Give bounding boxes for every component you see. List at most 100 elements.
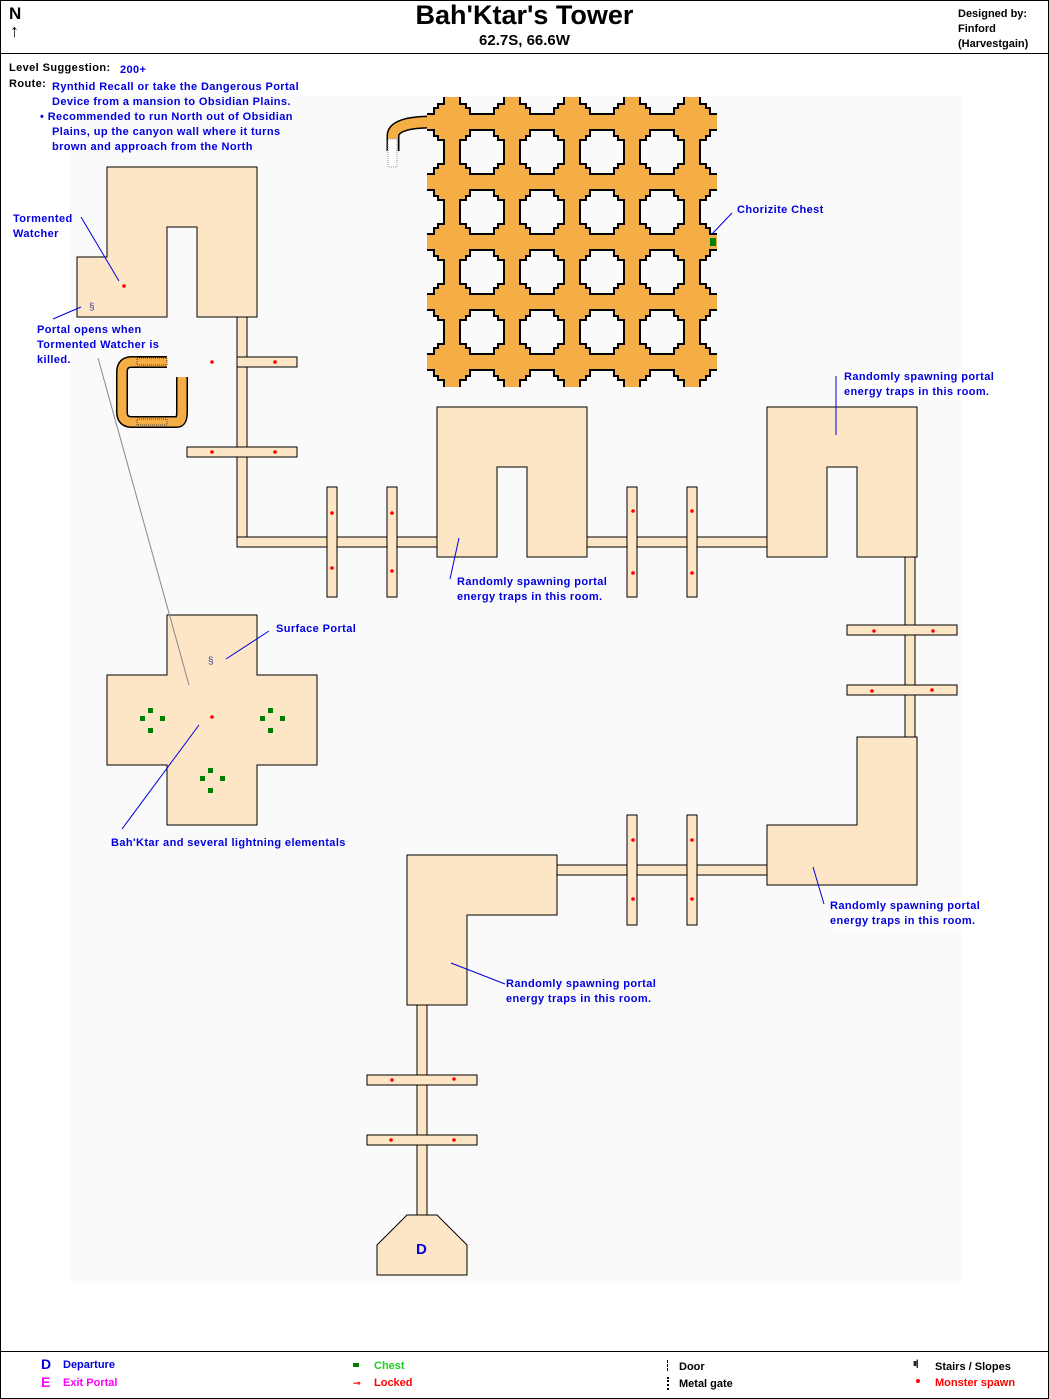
monster-spawn-icon	[390, 1078, 394, 1082]
grid-junction	[439, 285, 465, 319]
grid-junction	[559, 285, 585, 319]
trap-room	[766, 736, 918, 886]
trap-room	[436, 406, 588, 558]
annotation-line	[97, 357, 190, 686]
monster-spawn-icon	[122, 284, 126, 288]
annotation-line	[812, 866, 825, 905]
chest-icon	[220, 776, 225, 781]
grid-junction	[499, 225, 525, 259]
monster-spawn-icon	[210, 715, 214, 719]
chest-icon	[148, 728, 153, 733]
grid-junction	[559, 165, 585, 199]
corridor-joint	[688, 538, 696, 546]
level-label: Level Suggestion:	[9, 62, 111, 74]
monster-spawn-icon	[631, 509, 635, 513]
grid-junction	[679, 225, 705, 259]
corridor-joint	[906, 626, 914, 634]
monster-spawn-icon	[930, 688, 934, 692]
chest-icon	[260, 716, 265, 721]
corridor-joint	[418, 1136, 426, 1144]
monster-spawn-icon	[931, 629, 935, 633]
monster-spawn-icon	[330, 511, 334, 515]
grid-junction	[679, 105, 705, 139]
corridor-joint	[238, 538, 246, 546]
boss-label: Bah'Ktar and several lightning elemental…	[111, 837, 346, 849]
portal-icon: §	[208, 656, 214, 667]
legend-stairs: Stairs / Slopes	[935, 1361, 1011, 1373]
surface-portal-label: Surface Portal	[276, 623, 357, 635]
grid-junction	[439, 165, 465, 199]
lock-icon: ⊸	[353, 1378, 361, 1388]
chest-icon	[268, 728, 273, 733]
designed-by-label: Designed by:	[958, 8, 1028, 20]
route-line: Plains, up the canyon wall where it turn…	[52, 126, 281, 138]
designer-server: (Harvestgain)	[958, 38, 1029, 50]
annotation-line	[80, 216, 120, 282]
legend-chest: Chest	[374, 1360, 405, 1372]
map-title: Bah'Ktar's Tower	[415, 0, 634, 30]
monster-spawn-icon	[273, 360, 277, 364]
annotation-line	[449, 537, 460, 580]
designer-name: Finford	[958, 23, 996, 35]
stairs-icon: ıı|	[913, 1358, 918, 1368]
chest-icon	[148, 708, 153, 713]
grid-junction	[619, 285, 645, 319]
legend-monster-spawn: Monster spawn	[935, 1377, 1016, 1389]
north-arrow-icon: ↑	[10, 21, 19, 41]
chorizite-chest-icon	[710, 238, 716, 246]
monster-spawn-icon	[631, 571, 635, 575]
grid-junction	[679, 165, 705, 199]
grid-junction	[559, 105, 585, 139]
corridor	[236, 356, 298, 368]
chest-icon	[268, 708, 273, 713]
annotation-line	[225, 630, 270, 660]
legend: D Departure E Exit Portal Chest ⊸ Locked…	[1, 1351, 1048, 1398]
corridor	[846, 624, 958, 636]
corridor	[236, 316, 248, 548]
north-label: N	[9, 4, 22, 23]
exit-key: E	[41, 1374, 51, 1390]
monster-spawn-icon	[452, 1077, 456, 1081]
chest-icon	[160, 716, 165, 721]
monster-spawn-icon	[210, 450, 214, 454]
corridor-joint	[238, 448, 246, 456]
corridor-joint	[388, 538, 396, 546]
map-coordinates: 62.7S, 66.6W	[479, 32, 570, 49]
monster-spawn-icon	[631, 897, 635, 901]
grid-junction	[499, 285, 525, 319]
monster-spawn-icon	[690, 838, 694, 842]
corridor-joint	[238, 358, 246, 366]
chest-icon	[208, 768, 213, 773]
boss-room	[106, 614, 318, 826]
corridor-joint	[628, 866, 636, 874]
grid-junction	[559, 345, 585, 379]
metal-gate-icon	[667, 1377, 670, 1390]
annotation-line	[52, 306, 82, 320]
departure-room	[376, 1214, 468, 1276]
grid-junction	[679, 345, 705, 379]
legend-locked: Locked	[374, 1377, 413, 1389]
monster-spawn-icon	[690, 509, 694, 513]
stairs-icon	[387, 138, 398, 168]
corridor	[556, 864, 768, 876]
chest-label: Chorizite Chest	[737, 204, 824, 216]
stairs-icon	[136, 418, 168, 426]
grid-junction	[439, 225, 465, 259]
chest-icon	[208, 788, 213, 793]
pipe	[388, 117, 434, 151]
monster-spawn-icon	[273, 450, 277, 454]
trap-room	[406, 854, 558, 1006]
legend-exit-portal: Exit Portal	[63, 1377, 118, 1389]
grid-junction	[619, 345, 645, 379]
monster-spawn-icon	[690, 571, 694, 575]
chest-icon	[200, 776, 205, 781]
level-value: 200+	[120, 64, 147, 76]
portal-icon: §	[89, 302, 95, 313]
monster-spawn-icon	[916, 1379, 920, 1383]
corridor	[586, 536, 768, 548]
